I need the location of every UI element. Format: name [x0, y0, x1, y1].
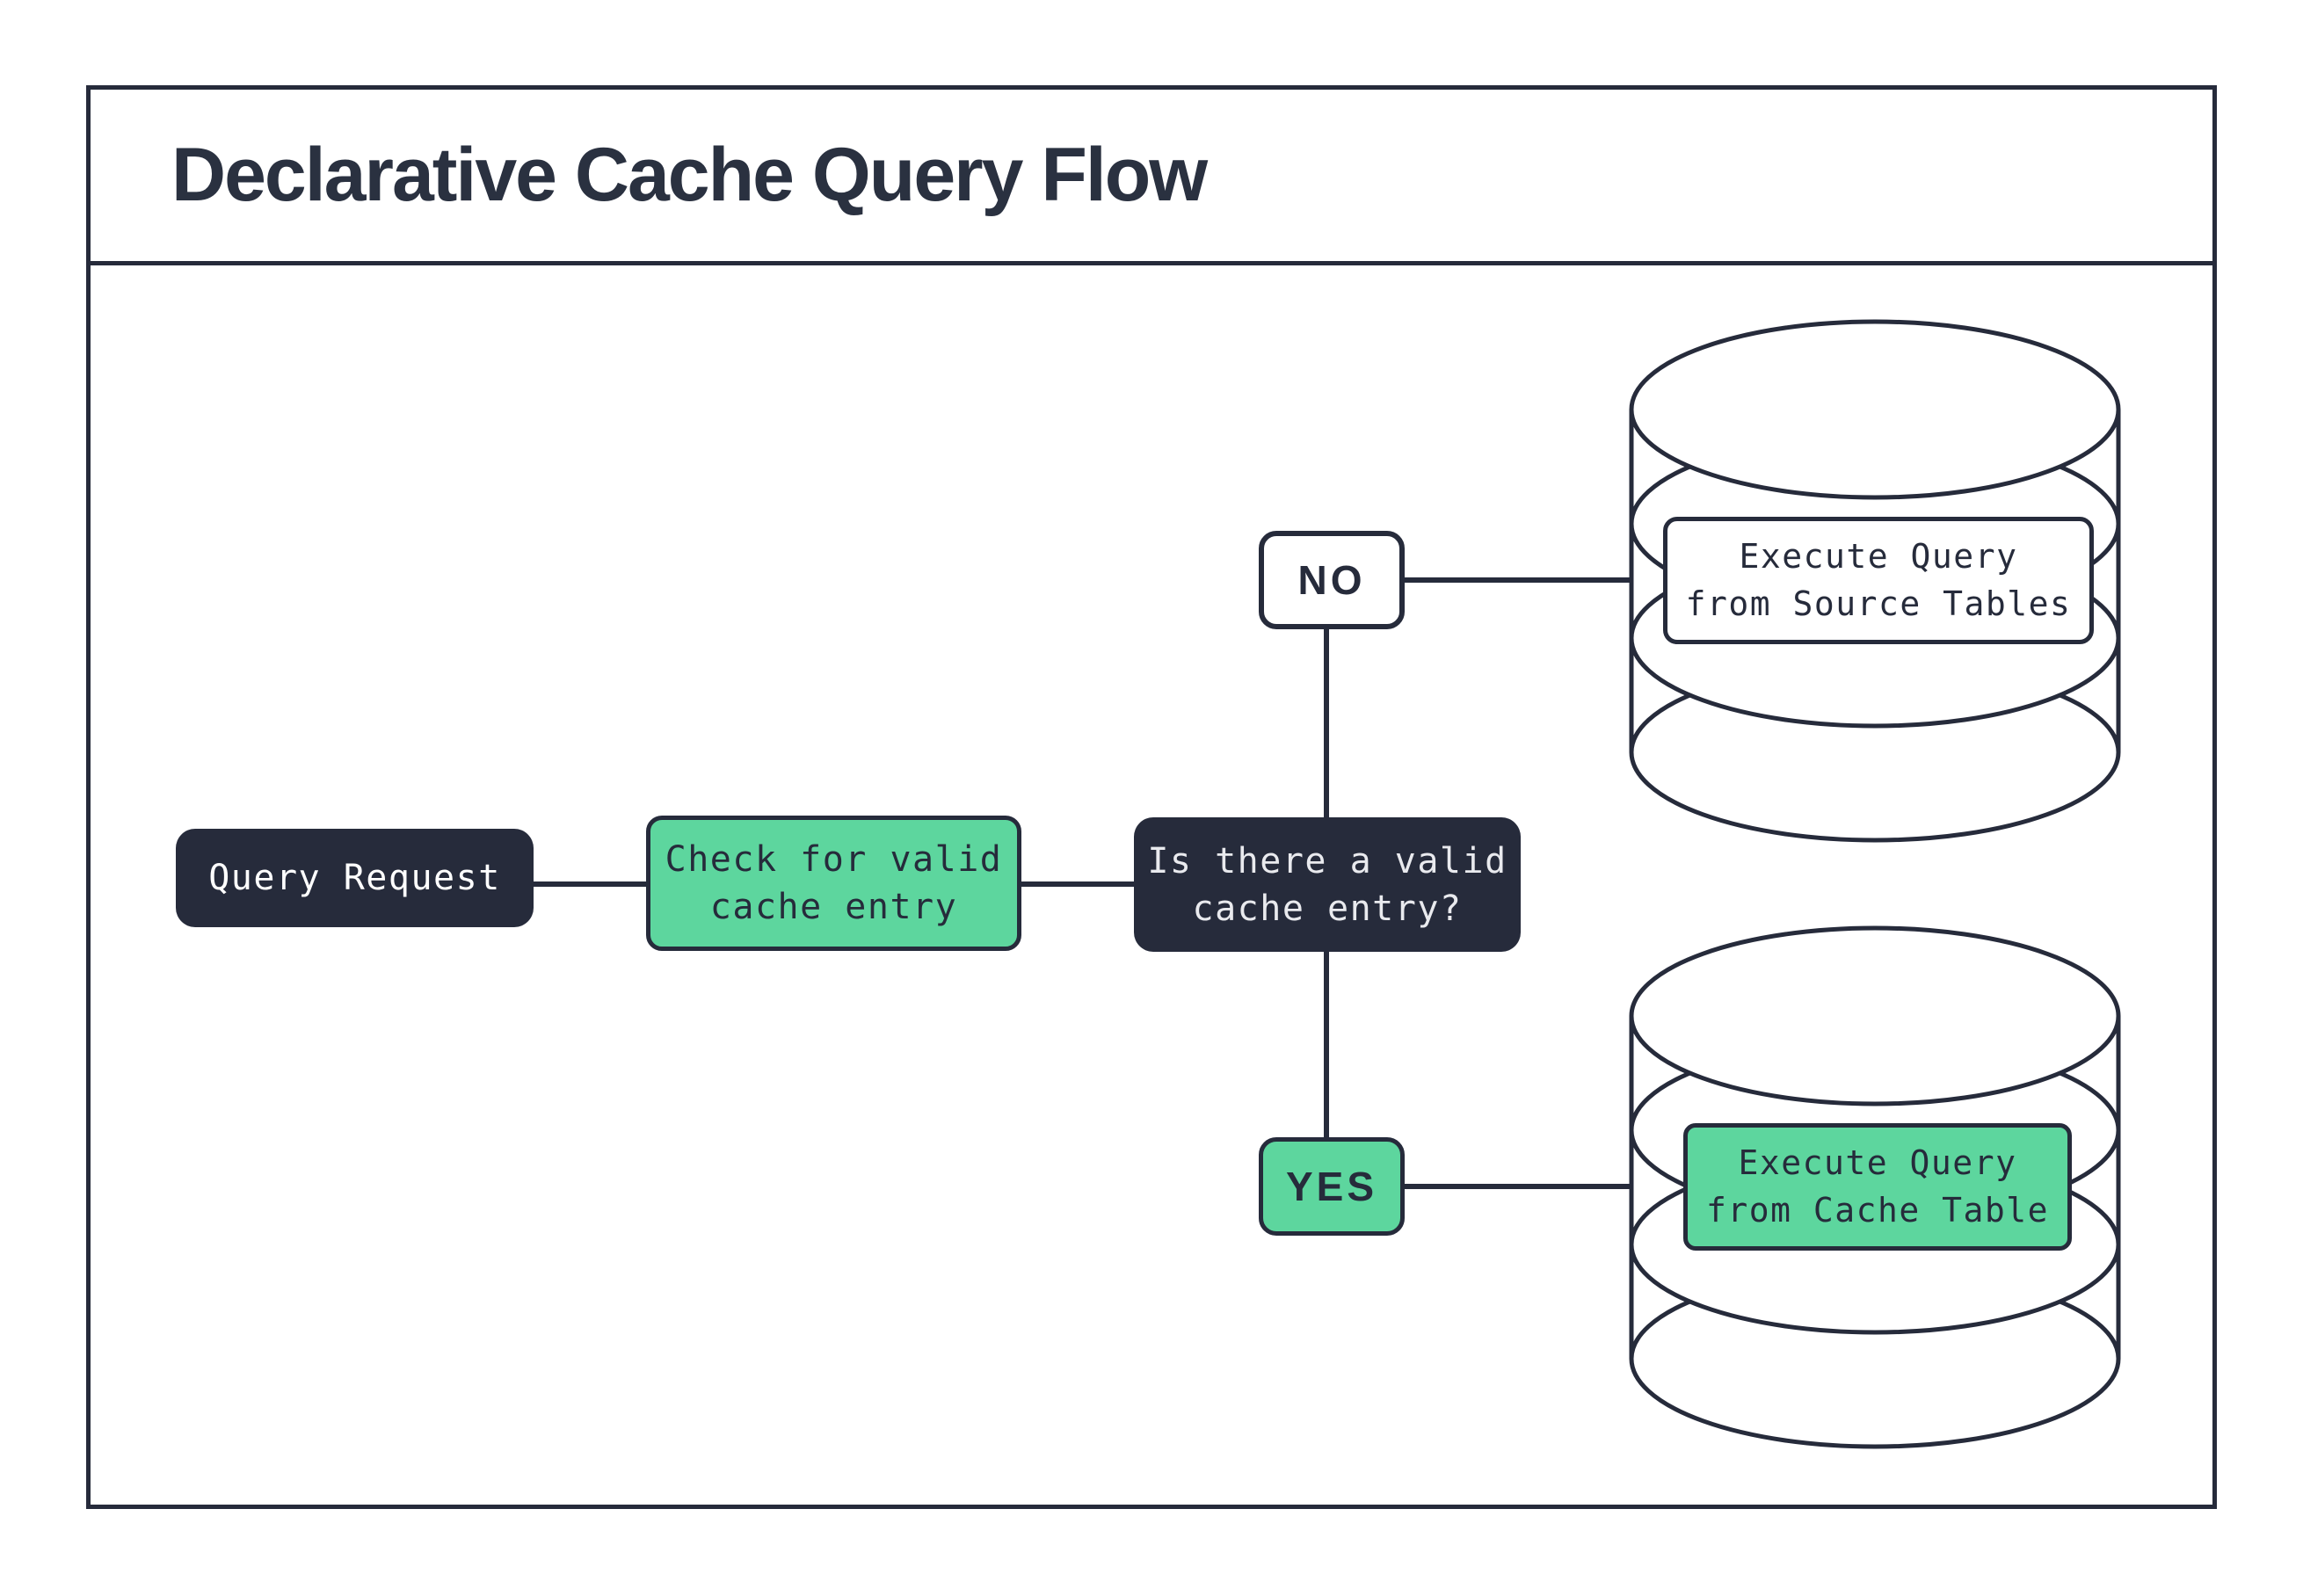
node-yes-branch: YES — [1259, 1137, 1405, 1236]
node-yes-label: YES — [1285, 1163, 1378, 1209]
node-execute-cache: Execute Query from Cache Table — [1683, 1123, 2072, 1251]
node-query-request: Query Request — [176, 829, 534, 927]
node-no-branch: NO — [1259, 531, 1405, 629]
source-tables-database-icon: Execute Query from Source Tables — [1627, 317, 2123, 845]
page-title: Declarative Cache Query Flow — [171, 133, 1208, 217]
node-check-cache-line2: cache entry — [709, 887, 958, 927]
node-decision-line1: Is there a valid — [1147, 840, 1507, 881]
node-check-cache-line1: Check for valid — [665, 839, 1003, 880]
node-execute-cache-line1: Execute Query — [1738, 1143, 2017, 1183]
edge-query-to-check — [532, 881, 648, 887]
edge-no-to-source-db — [1403, 577, 1633, 583]
node-check-cache: Check for valid cache entry — [646, 816, 1021, 951]
node-execute-cache-line2: from Cache Table — [1705, 1190, 2050, 1230]
node-execute-source-line2: from Source Tables — [1685, 584, 2072, 623]
node-execute-source-line1: Execute Query — [1739, 537, 2018, 577]
cache-table-database-icon: Execute Query from Cache Table — [1627, 924, 2123, 1451]
node-decision-line2: cache entry? — [1192, 888, 1463, 929]
node-no-label: NO — [1297, 556, 1366, 603]
node-query-request-label: Query Request — [208, 858, 501, 898]
node-decision-valid-cache: Is there a valid cache entry? — [1134, 817, 1521, 952]
edge-decision-to-no — [1324, 626, 1329, 821]
edge-decision-to-yes — [1324, 947, 1329, 1141]
edge-yes-to-cache-db — [1403, 1184, 1633, 1189]
header-band: Declarative Cache Query Flow — [91, 90, 2212, 265]
node-execute-source: Execute Query from Source Tables — [1663, 517, 2094, 644]
edge-check-to-decision — [1020, 881, 1136, 887]
